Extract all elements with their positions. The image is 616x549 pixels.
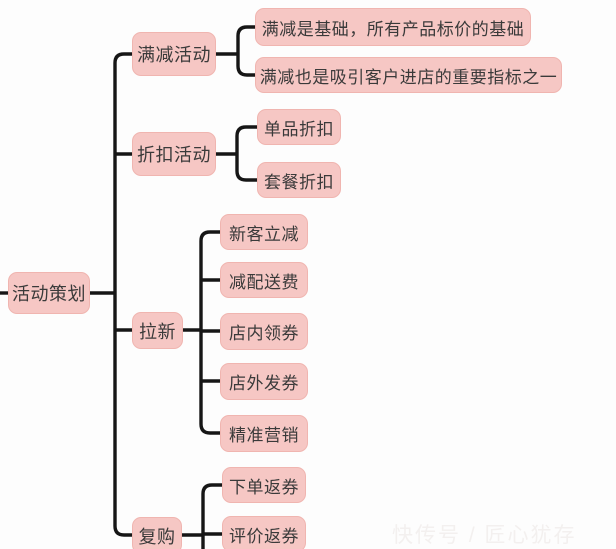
node-root-huodong-cehua[interactable]: 活动策划	[8, 272, 90, 314]
connector-fugou-bracket	[201, 483, 222, 549]
leaf-diannei-lingquan[interactable]: 店内领券	[220, 313, 308, 350]
leaf-taocan-zhekou[interactable]: 套餐折扣	[257, 162, 341, 198]
leaf-xinke-lijian[interactable]: 新客立减	[220, 214, 308, 250]
watermark-text: 快传号 / 匠心犹存	[392, 524, 577, 547]
leaf-manjian-basis[interactable]: 满减是基础，所有产品标价的基础	[255, 8, 531, 46]
leaf-danpin-zhekou[interactable]: 单品折扣	[257, 109, 341, 145]
leaf-xiadan-fanquan[interactable]: 下单返券	[222, 467, 306, 503]
leaf-jian-peisongfei[interactable]: 减配送费	[220, 262, 308, 298]
leaf-dianwai-faquan[interactable]: 店外发券	[220, 363, 308, 400]
connector-manjian-bracket	[236, 25, 255, 77]
node-manjian-huodong[interactable]: 满减活动	[132, 32, 216, 76]
leaf-jingzhun-yingxiao[interactable]: 精准营销	[220, 415, 308, 452]
connector-zhekou-bracket	[235, 125, 257, 182]
leaf-pingjia-fanquan[interactable]: 评价返券	[222, 516, 306, 549]
connector-trunk	[113, 52, 132, 537]
node-zhekou-huodong[interactable]: 折扣活动	[132, 132, 216, 176]
node-laxin[interactable]: 拉新	[132, 312, 183, 349]
leaf-manjian-indicator[interactable]: 满减也是吸引客户进店的重要指标之一	[255, 57, 562, 93]
node-fugou[interactable]: 复购	[132, 517, 182, 549]
